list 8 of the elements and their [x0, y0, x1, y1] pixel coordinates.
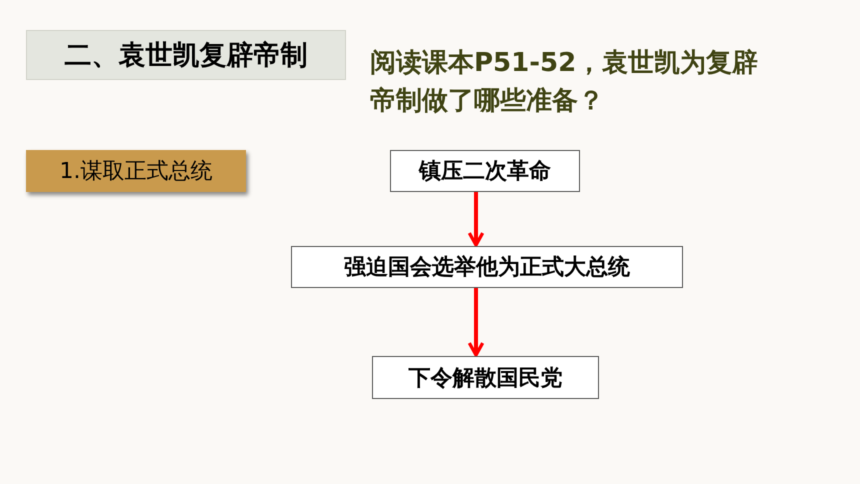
- process-box: 下令解散国民党: [372, 356, 599, 399]
- process-box: 镇压二次革命: [390, 150, 580, 192]
- process-box: 强迫国会选举他为正式大总统: [291, 246, 683, 288]
- arrow: [468, 288, 484, 357]
- arrow: [468, 192, 484, 247]
- section-tag: 1.谋取正式总统: [26, 150, 246, 192]
- question-text: 阅读课本P51-52，袁世凯为复辟帝制做了哪些准备？: [370, 47, 760, 118]
- title-banner: 二、袁世凯复辟帝制: [26, 30, 346, 80]
